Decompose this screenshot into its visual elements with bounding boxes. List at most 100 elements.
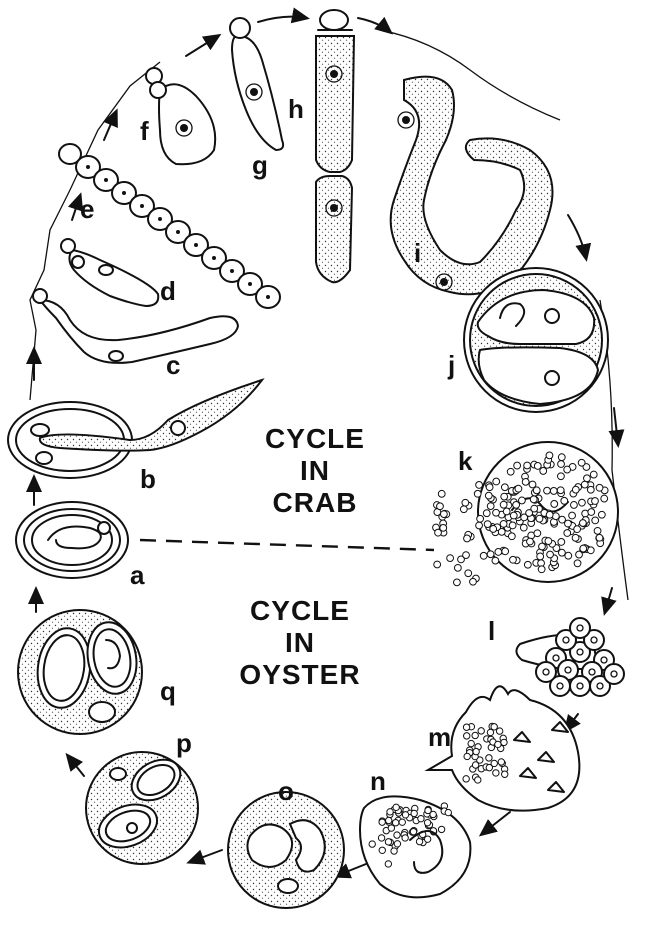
released-spore xyxy=(437,503,444,510)
cycle-separator-dashed-line xyxy=(140,540,434,550)
stage-label-l: l xyxy=(488,616,495,646)
released-spore xyxy=(492,557,499,564)
spore xyxy=(502,771,508,777)
spore xyxy=(496,728,502,734)
released-spore xyxy=(483,510,490,517)
spore xyxy=(540,468,547,475)
spore xyxy=(601,495,608,502)
spore xyxy=(498,759,504,765)
spore xyxy=(561,497,568,504)
stage-label-g: g xyxy=(252,150,268,180)
spore xyxy=(394,832,400,838)
released-spore xyxy=(487,551,494,558)
stage-label-p: p xyxy=(176,728,192,758)
stage-j-sporont xyxy=(464,268,608,412)
spore xyxy=(472,762,478,768)
spore xyxy=(522,478,529,485)
released-spore xyxy=(480,552,487,559)
oyster-cycle-title: CYCLE IN OYSTER xyxy=(239,595,360,690)
spore xyxy=(580,545,587,552)
spore xyxy=(520,524,527,531)
spore xyxy=(369,841,375,847)
spore xyxy=(478,728,484,734)
spore xyxy=(473,748,479,754)
spore xyxy=(513,501,520,508)
spore xyxy=(393,804,399,810)
spore xyxy=(539,543,546,550)
spore xyxy=(501,739,507,745)
spore xyxy=(510,512,517,519)
spore xyxy=(410,828,416,834)
spore xyxy=(574,560,581,567)
released-spore xyxy=(434,561,441,568)
spore xyxy=(501,484,508,491)
arrow-k-to-l xyxy=(605,588,612,612)
spore xyxy=(558,473,565,480)
released-spore xyxy=(476,522,483,529)
spore xyxy=(399,819,405,825)
oyster-title-line-2: IN xyxy=(285,627,315,658)
arrow-j-to-k xyxy=(614,408,618,444)
released-spore xyxy=(465,570,472,577)
released-spore xyxy=(438,490,445,497)
chain-cell-nucleus xyxy=(212,256,216,260)
stage-label-c: c xyxy=(166,350,180,380)
released-spore xyxy=(462,499,469,506)
released-spore xyxy=(476,482,483,489)
spore xyxy=(385,861,391,867)
spore xyxy=(526,510,533,517)
chain-cell-nucleus xyxy=(140,204,144,208)
spore xyxy=(581,481,588,488)
spore xyxy=(558,461,565,468)
spore xyxy=(533,487,540,494)
spore xyxy=(385,839,391,845)
chain-cell-nucleus xyxy=(230,269,234,273)
spore-sphere xyxy=(604,664,624,684)
chain-cell-nucleus xyxy=(248,282,252,286)
spore xyxy=(392,820,398,826)
spore xyxy=(534,463,541,470)
spore xyxy=(588,509,595,516)
spore xyxy=(529,481,536,488)
spore xyxy=(579,499,586,506)
spore xyxy=(445,809,451,815)
spore xyxy=(572,534,579,541)
arrow-f-to-g xyxy=(186,36,218,56)
spore xyxy=(569,512,576,519)
chain-cell-nucleus xyxy=(194,243,198,247)
spore xyxy=(587,486,594,493)
stage-label-e: e xyxy=(80,194,94,224)
spore xyxy=(418,815,424,821)
spore xyxy=(584,475,591,482)
spore xyxy=(524,462,531,469)
spore xyxy=(424,819,430,825)
spore xyxy=(596,484,603,491)
spore xyxy=(572,486,579,493)
spore xyxy=(463,776,469,782)
spore xyxy=(425,807,431,813)
spore xyxy=(500,520,507,527)
spore xyxy=(485,492,492,499)
stage-h-dividing-cells xyxy=(316,10,354,282)
spore xyxy=(491,724,497,730)
arrow-p-to-q xyxy=(68,756,84,776)
spore xyxy=(438,826,444,832)
stage-label-a: a xyxy=(130,560,145,590)
oyster-title-line-3: OYSTER xyxy=(239,659,360,690)
released-spore xyxy=(464,535,471,542)
stage-o-cyst xyxy=(228,792,344,908)
chain-cell-nucleus xyxy=(104,178,108,182)
spore xyxy=(495,741,501,747)
chain-cell-nucleus xyxy=(176,230,180,234)
spore xyxy=(537,553,544,560)
spore xyxy=(475,777,481,783)
crab-title-line-3: CRAB xyxy=(273,487,358,518)
spore xyxy=(463,724,469,730)
released-spore xyxy=(463,552,470,559)
spore xyxy=(558,549,565,556)
spore xyxy=(558,454,565,461)
stage-a-spore xyxy=(16,502,128,578)
spore xyxy=(490,526,497,533)
stage-n-amoeboid xyxy=(360,796,470,897)
